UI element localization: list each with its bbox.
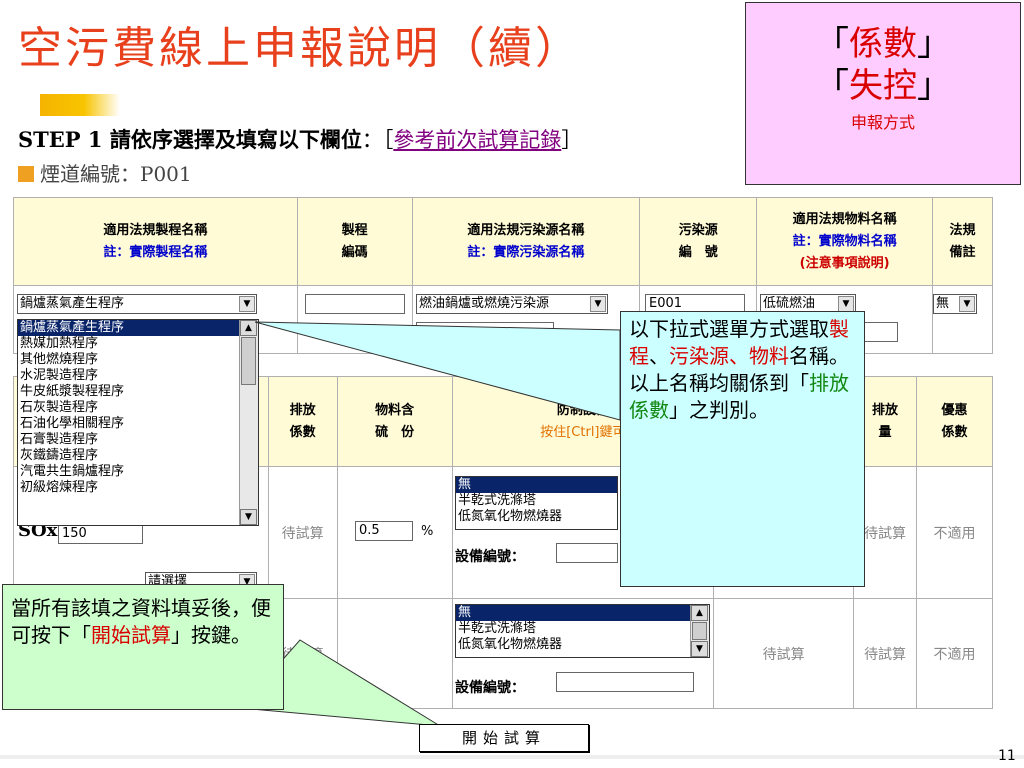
- process-dropdown-list[interactable]: 鍋爐蒸氣產生程序 熱媒加熱程序 其他燃燒程序 水泥製造程序 牛皮紙漿製程程序 石…: [17, 319, 259, 526]
- list-item[interactable]: 無: [456, 605, 709, 621]
- stack-number: 煙道編號：P001: [18, 158, 192, 187]
- chevron-down-icon: ▼: [590, 296, 606, 312]
- pending-cell: 待試算: [713, 598, 855, 709]
- page-number: 11: [998, 748, 1016, 764]
- header-source-name: 適用法規污染源名稱註：實際污染源名稱: [411, 197, 641, 286]
- list-item[interactable]: 石膏製造程序: [20, 432, 99, 447]
- bottom-divider: [0, 755, 1024, 759]
- list-item[interactable]: 灰鐵鑄造程序: [20, 448, 99, 463]
- header-process-name: 適用法規製程名稱註：實際製程名稱: [13, 197, 298, 286]
- note-line-coefficient: 「係數」: [815, 24, 951, 64]
- list-item[interactable]: 水泥製造程序: [20, 368, 99, 383]
- note-box: 「係數」 「失控」 申報方式: [745, 2, 1021, 185]
- remark-select[interactable]: 無▼: [933, 294, 977, 314]
- list-item[interactable]: 低氮氧化物燃燒器: [458, 509, 563, 524]
- list-item[interactable]: 其他燃燒程序: [20, 352, 99, 367]
- list-item[interactable]: 牛皮紙漿製程程序: [20, 384, 125, 399]
- sulfur-content-input[interactable]: 0.5: [355, 521, 413, 541]
- not-applicable-cell: 不適用: [916, 598, 993, 709]
- equipment-number-label: 設備編號：: [455, 549, 525, 565]
- step-instruction: STEP 1 請依序選擇及填寫以下欄位：［參考前次試算記錄］: [18, 127, 583, 152]
- square-bullet-icon: [18, 166, 34, 182]
- chevron-down-icon: ▼: [838, 296, 854, 312]
- scroll-thumb[interactable]: [241, 337, 256, 385]
- scroll-up-icon[interactable]: ▲: [240, 320, 257, 336]
- not-applicable-cell: 不適用: [916, 466, 993, 599]
- previous-record-link[interactable]: 參考前次試算記錄: [393, 128, 562, 152]
- header-process-code: 製程編碼: [296, 197, 413, 286]
- yellow-callout-pointer: [254, 321, 621, 421]
- process-select[interactable]: 鍋爐蒸氣產生程序▼: [17, 294, 257, 314]
- list-item[interactable]: 初級熔煉程序: [20, 480, 99, 495]
- header-sulfur-content: 物料含硫 份: [336, 376, 453, 467]
- note-line-loss-control: 「失控」: [815, 66, 951, 106]
- process-callout: 以下拉式選單方式選取製程、污染源、物料名稱。以上名稱均關係到「排放係數」之判別。: [620, 311, 865, 587]
- header-emission-factor: 排放係數: [267, 376, 338, 467]
- scroll-up-icon[interactable]: ▲: [691, 605, 708, 621]
- note-line-method: 申報方式: [850, 113, 915, 132]
- material-select[interactable]: 低硫燃油▼: [760, 294, 856, 314]
- list-item[interactable]: 半乾式洗滌塔: [458, 493, 537, 508]
- sox-value-input[interactable]: 150: [58, 524, 143, 544]
- chevron-down-icon: ▼: [959, 296, 975, 312]
- start-callout: 當所有該填之資料填妥後，便可按下「開始試算」按鍵。: [2, 584, 284, 710]
- scroll-thumb[interactable]: [692, 622, 707, 640]
- process-code-input[interactable]: [305, 294, 405, 314]
- title-accent-bar: [40, 94, 120, 116]
- header-discount-factor: 優惠係數: [916, 376, 993, 467]
- header-source-id: 污染源編 號: [639, 197, 758, 286]
- start-calculation-button[interactable]: 開始試算: [419, 724, 589, 752]
- chevron-down-icon: ▼: [239, 296, 255, 312]
- pending-cell: 待試算: [853, 598, 918, 709]
- list-item[interactable]: 熱媒加熱程序: [20, 336, 99, 351]
- page-title: 空污費線上申報說明（續）: [18, 23, 582, 74]
- scrollbar[interactable]: ▲ ▼: [239, 320, 258, 525]
- equipment-number-input[interactable]: [556, 543, 618, 563]
- scroll-down-icon[interactable]: ▼: [240, 509, 257, 525]
- equipment-listbox-2[interactable]: 無 半乾式洗滌塔 低氮氧化物燃燒器 ▲ ▼: [455, 604, 710, 658]
- list-item[interactable]: 低氮氧化物燃燒器: [458, 637, 563, 652]
- percent-label: %: [421, 524, 434, 539]
- list-item[interactable]: 無: [456, 477, 617, 493]
- list-item[interactable]: 半乾式洗滌塔: [458, 621, 537, 636]
- equipment-number-input-2[interactable]: [556, 672, 694, 692]
- equipment-number-label-2: 設備編號：: [455, 680, 525, 696]
- list-item[interactable]: 石油化學相關程序: [20, 416, 125, 431]
- header-material-name: 適用法規物料名稱註：實際物料名稱(注意事項說明): [756, 197, 934, 286]
- scrollbar[interactable]: ▲ ▼: [690, 605, 709, 657]
- list-item[interactable]: 石灰製造程序: [20, 400, 99, 415]
- list-item[interactable]: 鍋爐蒸氣產生程序: [18, 320, 258, 336]
- list-item[interactable]: 汽電共生鍋爐程序: [20, 464, 125, 479]
- header-remark: 法規備註: [932, 197, 993, 286]
- equipment-listbox[interactable]: 無 半乾式洗滌塔 低氮氧化物燃燒器: [455, 476, 618, 530]
- scroll-down-icon[interactable]: ▼: [691, 641, 708, 657]
- pending-cell: 待試算: [267, 466, 338, 599]
- source-select[interactable]: 燃油鍋爐或燃燒污染源▼: [416, 294, 608, 314]
